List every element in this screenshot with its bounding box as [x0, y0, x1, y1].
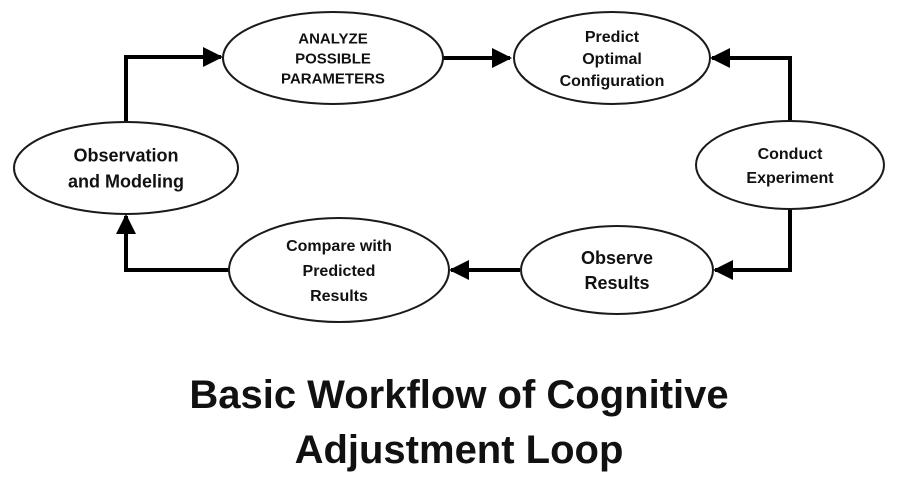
node-observation-label-line-1: Observation [73, 145, 178, 165]
node-compare-label-line-2: Predicted [303, 263, 376, 280]
node-predict-label-line-2: Optimal [582, 51, 642, 68]
arrow-observation-to-analyze [124, 47, 223, 122]
node-observe-ellipse [520, 225, 714, 315]
node-conduct-ellipse [695, 120, 885, 210]
diagram-title-line-1: Basic Workflow of Cognitive [189, 373, 729, 417]
node-analyze-label-line-1: ANALYZE [298, 30, 367, 47]
node-conduct-label-line-2: Experiment [746, 170, 834, 187]
node-observation: Observation and Modeling [13, 121, 239, 215]
node-predict-ellipse [513, 11, 711, 105]
node-analyze-label-line-2: POSSIBLE [295, 50, 371, 67]
node-predict-label-line-1: Predict [585, 29, 640, 46]
node-compare-label-line-1: Compare with [286, 238, 392, 255]
node-compare-label-line-3: Results [310, 288, 368, 305]
node-predict-label-line-3: Configuration [560, 73, 665, 90]
node-observe-label-line-1: Observe [581, 248, 653, 268]
node-analyze: ANALYZE POSSIBLE PARAMETERS [222, 11, 444, 105]
diagram-title-line-2: Adjustment Loop [294, 428, 624, 472]
node-analyze-label-line-3: PARAMETERS [281, 70, 385, 87]
node-observation-ellipse [13, 121, 239, 215]
arrow-compare-to-observation [116, 214, 229, 272]
node-observation-label-line-2: and Modeling [68, 171, 184, 191]
arrow-conduct-to-observe [713, 209, 792, 280]
node-observe-label-line-2: Results [584, 273, 649, 293]
node-conduct-label-line-1: Conduct [758, 146, 824, 163]
arrow-conduct-to-predict [710, 48, 792, 121]
node-analyze-ellipse [222, 11, 444, 105]
node-compare-ellipse [228, 217, 450, 323]
